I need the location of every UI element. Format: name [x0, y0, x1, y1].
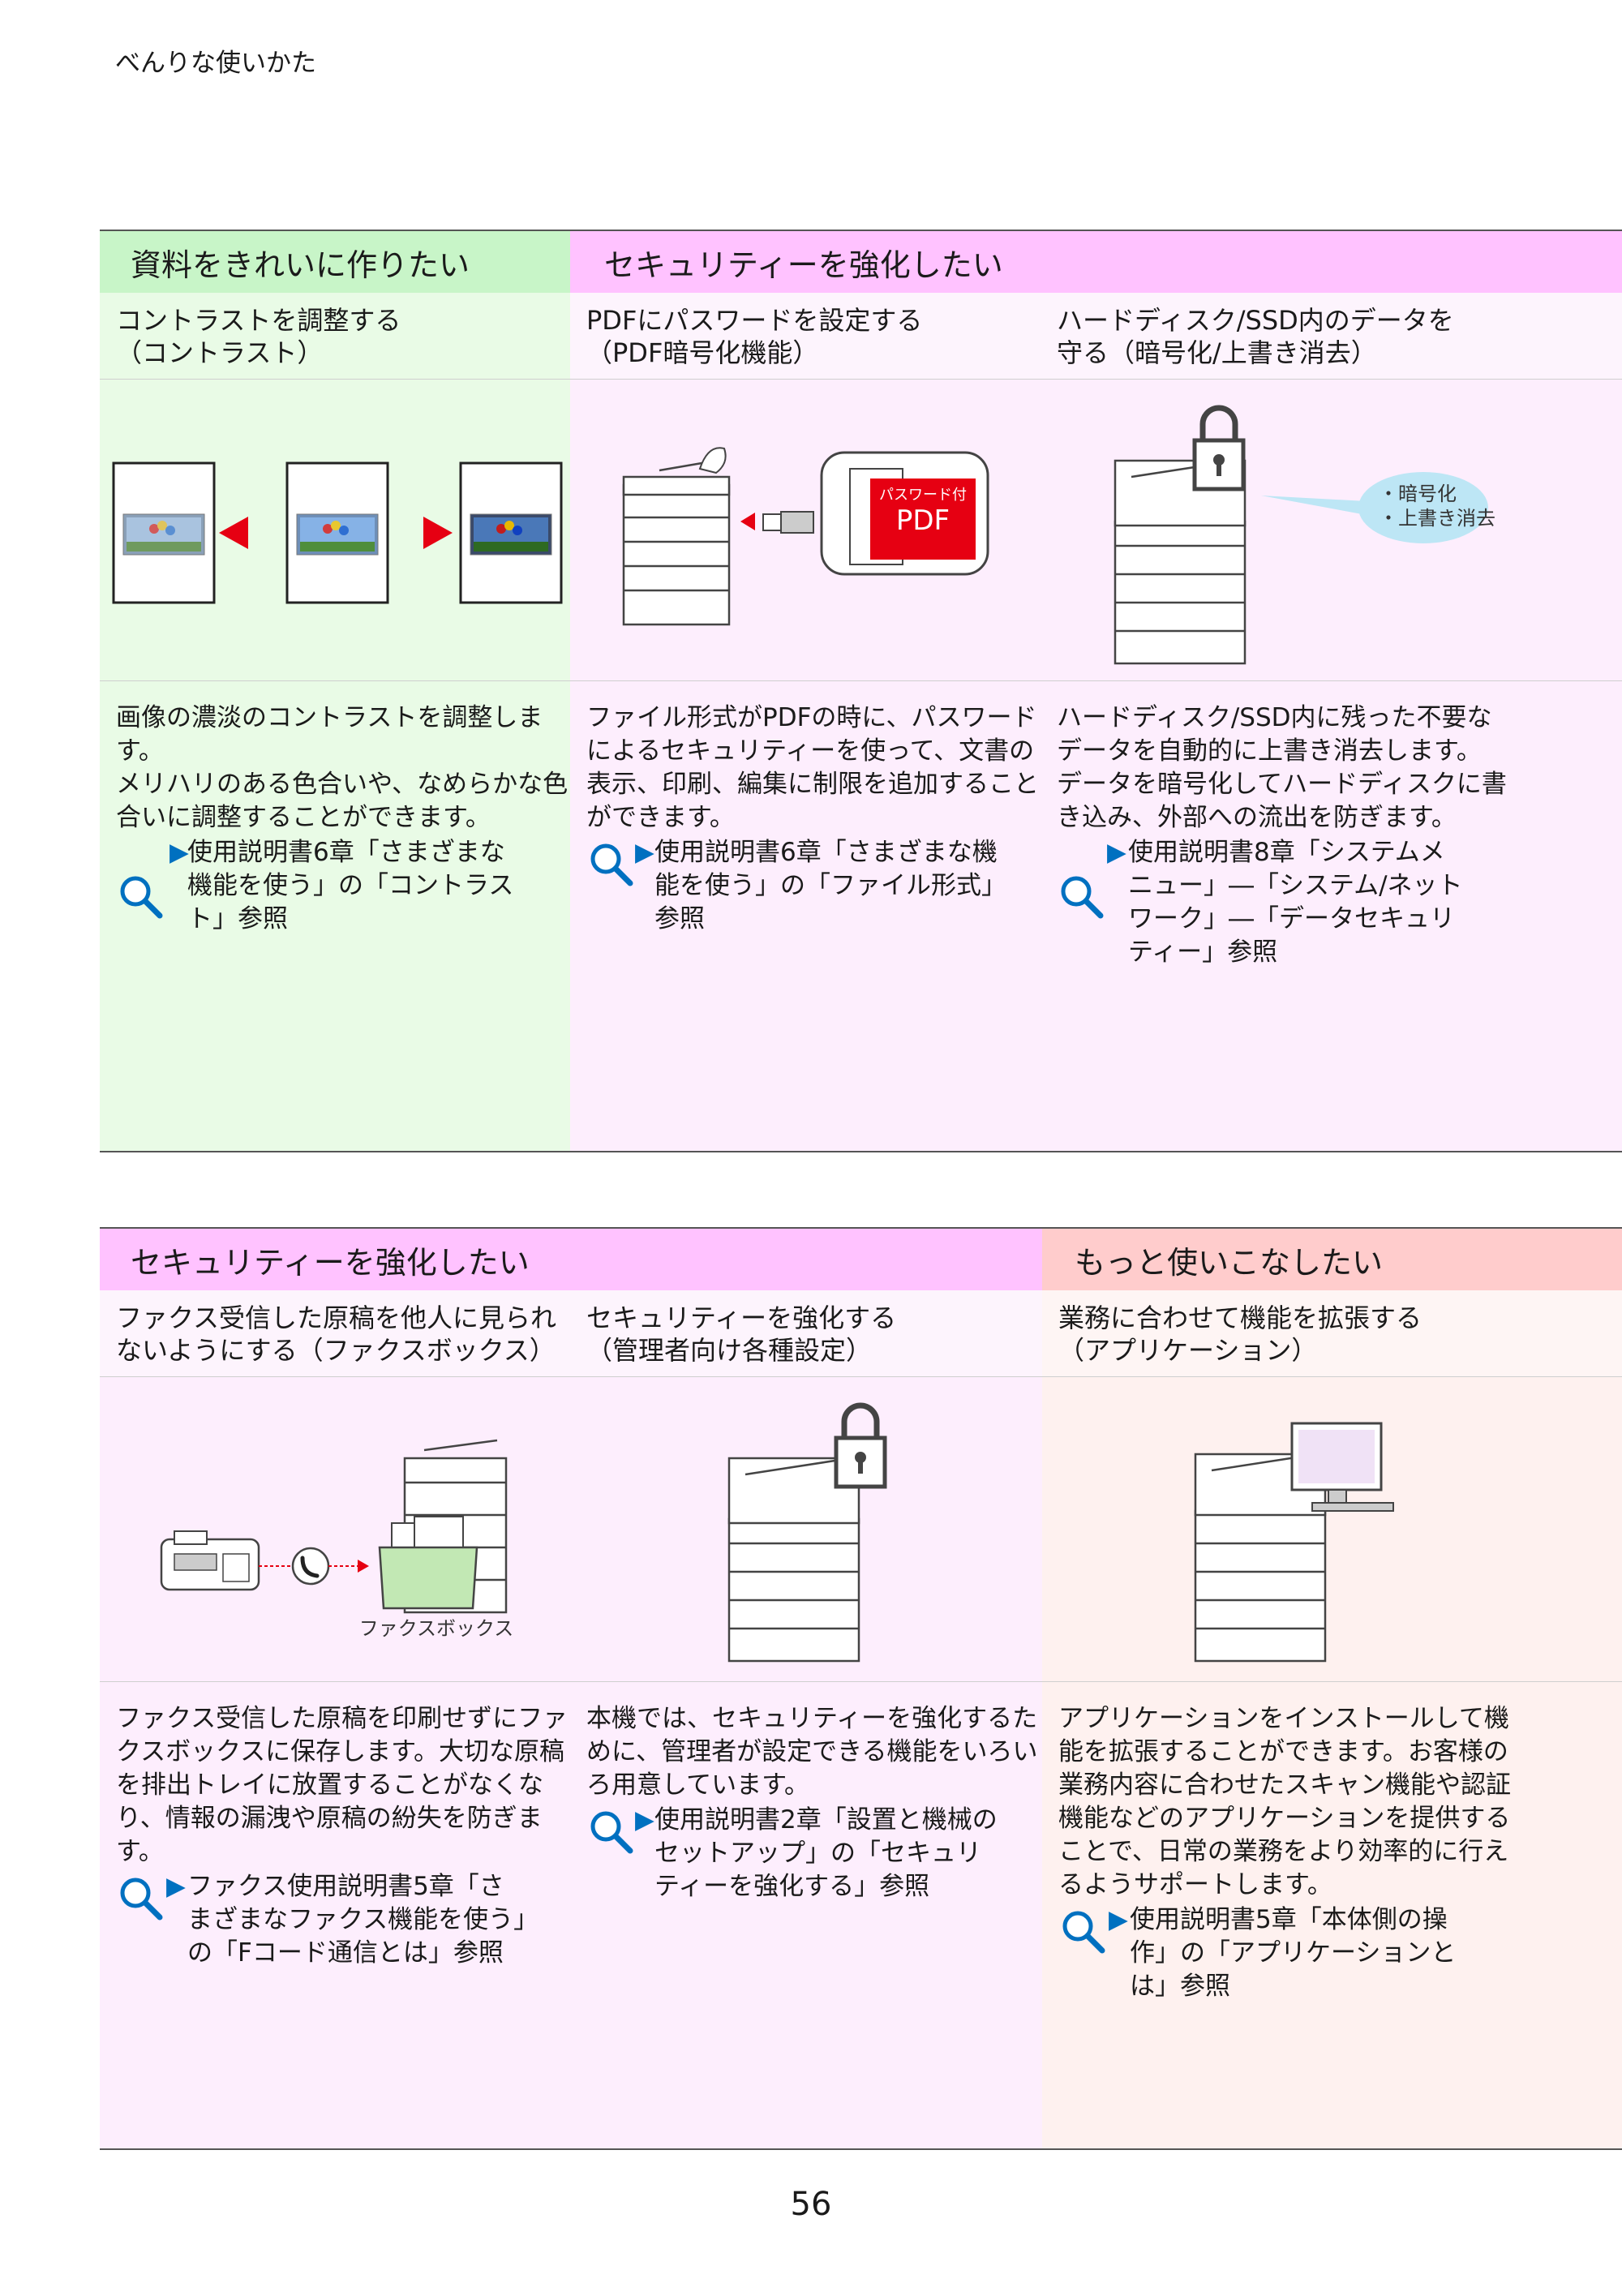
arrow-icon: ▶: [166, 1872, 186, 1901]
col2-title: PDFにパスワードを設定する （PDF暗号化機能）: [570, 293, 1041, 379]
col12-bg: [100, 1227, 1042, 2149]
page-number: 56: [790, 2186, 832, 2223]
section-1: 資料をきれいに作りたい セキュリティーを強化したい コントラストを調整する （コ…: [100, 230, 1622, 1152]
manual-reference: ▶ 使用説明書8章「システムメニュー」―「システム/ネットワーク」―「データセキ…: [1057, 836, 1511, 969]
svg-text:・上書き消去: ・上書き消去: [1379, 507, 1495, 530]
magnifier-icon: [120, 876, 163, 919]
divider: [100, 379, 1622, 380]
section-header-text: セキュリティーを強化したい: [131, 1244, 530, 1281]
hand-icon: [698, 447, 727, 474]
section-header-text: 資料をきれいに作りたい: [131, 247, 470, 283]
monitor-icon: [1290, 1422, 1394, 1512]
right-arrow-icon: [423, 517, 453, 549]
section-rule: [100, 1227, 1622, 1229]
running-head: べんりな使いかた: [115, 49, 316, 78]
col2-title: セキュリティーを強化する （管理者向け各種設定）: [570, 1290, 1042, 1376]
arrow-icon: ▶: [169, 838, 189, 867]
pdf-label: パスワード付: [879, 487, 967, 504]
fax-machine-icon: [160, 1530, 260, 1591]
magnifier-icon: [1061, 876, 1104, 919]
hdd-encryption-figure: ・暗号化 ・上書き消去: [1114, 405, 1495, 665]
col1-bg: [100, 230, 570, 1152]
arrow-icon: [740, 513, 755, 530]
header-left: 資料をきれいに作りたい: [100, 231, 570, 293]
callout-bubble: [1358, 472, 1488, 543]
application-figure: [1194, 1422, 1394, 1663]
pdf-password-figure: パスワード付 PDF: [622, 447, 989, 626]
lock-icon: [834, 1402, 887, 1489]
arrow-icon: ▶: [1107, 838, 1126, 867]
document-page-icon: [459, 461, 563, 604]
divider: [100, 680, 1622, 681]
fax-box-figure: ファクスボックス: [160, 1439, 514, 1640]
contrast-figure: [112, 461, 563, 604]
col23-bg: [570, 230, 1622, 1152]
col1-title: コントラストを調整する （コントラスト）: [100, 293, 570, 379]
section-2: セキュリティーを強化したい もっと使いこなしたい ファクス受信した原稿を他人に見…: [100, 1227, 1622, 2149]
manual-reference: ▶ 使用説明書6章「さまざまな機能を使う」の「ファイル形式」参照: [586, 836, 1057, 936]
section-rule: [100, 230, 1622, 231]
col3-desc: アプリケーションをインストールして機能を拡張することができます。お客様の業務内容…: [1042, 1684, 1525, 2003]
svg-text:・暗号化: ・暗号化: [1379, 483, 1457, 505]
phone-icon: [291, 1547, 330, 1586]
lock-icon: [1192, 405, 1246, 491]
header-left: セキュリティーを強化したい: [100, 1229, 1042, 1290]
arrow-icon: ▶: [1109, 1905, 1128, 1934]
divider: [100, 1681, 1622, 1682]
header-right: セキュリティーを強化したい: [570, 231, 1622, 293]
admin-security-figure: [727, 1402, 887, 1663]
mfp-icon: [622, 459, 731, 626]
col3-title: 業務に合わせて機能を拡張する （アプリケーション）: [1042, 1290, 1622, 1376]
manual-reference: ▶ ファクス使用説明書5章「さまざまなファクス機能を使う」の「Fコード通信とは」…: [116, 1870, 586, 1970]
magnifier-icon: [1062, 1911, 1105, 1954]
header-right: もっと使いこなしたい: [1042, 1229, 1622, 1290]
fax-box-label: ファクスボックス: [359, 1617, 514, 1640]
col2-desc: 本機では、セキュリティーを強化するために、管理者が設定できる機能をいろいろ用意し…: [570, 1684, 1070, 1903]
pdf-label: PDF: [896, 504, 950, 537]
section-header-text: セキュリティーを強化したい: [604, 247, 1003, 283]
mfp-icon: [1114, 459, 1247, 665]
document-page-icon: [285, 461, 389, 604]
col3-desc: ハードディスク/SSD内に残った不要なデータを自動的に上書き消去します。 データ…: [1041, 684, 1524, 969]
magnifier-icon: [120, 1878, 163, 1920]
usb-memory-icon: [762, 511, 814, 534]
document-page-icon: [112, 461, 216, 604]
col2-desc: ファイル形式がPDFの時に、パスワードによるセキュリティーを使って、文書の表示、…: [570, 684, 1070, 936]
manual-reference: ▶ 使用説明書2章「設置と機械のセットアップ」の「セキュリティーを強化する」参照: [586, 1804, 1057, 1903]
magnifier-icon: [590, 843, 633, 886]
col1-title: ファクス受信した原稿を他人に見られ ないようにする（ファクスボックス）: [100, 1290, 570, 1376]
document-box-icon: [378, 1516, 478, 1610]
arrow-icon: ▶: [635, 838, 654, 867]
left-arrow-icon: [219, 517, 248, 549]
col3-title: ハードディスク/SSD内のデータを 守る（暗号化/上書き消去）: [1041, 293, 1622, 379]
manual-reference: ▶ 使用説明書5章「本体側の操作」の「アプリケーションとは」参照: [1058, 1903, 1513, 2003]
col1-desc: 画像の濃淡のコントラストを調整します。 メリハリのある色合いや、なめらかな色合い…: [100, 684, 599, 936]
col1-desc: ファクス受信した原稿を印刷せずにファクスボックスに保存します。大切な原稿を排出ト…: [100, 1684, 599, 1970]
manual-reference: ▶ 使用説明書6章「さまざまな機能を使う」の「コントラスト」参照: [116, 836, 586, 936]
arrow-icon: ▶: [635, 1805, 654, 1835]
col3-bg: [1042, 1227, 1622, 2149]
divider: [100, 1376, 1622, 1377]
section-header-text: もっと使いこなしたい: [1075, 1244, 1384, 1281]
magnifier-icon: [590, 1811, 633, 1854]
section-rule: [100, 1151, 1622, 1152]
section-rule: [100, 2148, 1622, 2150]
